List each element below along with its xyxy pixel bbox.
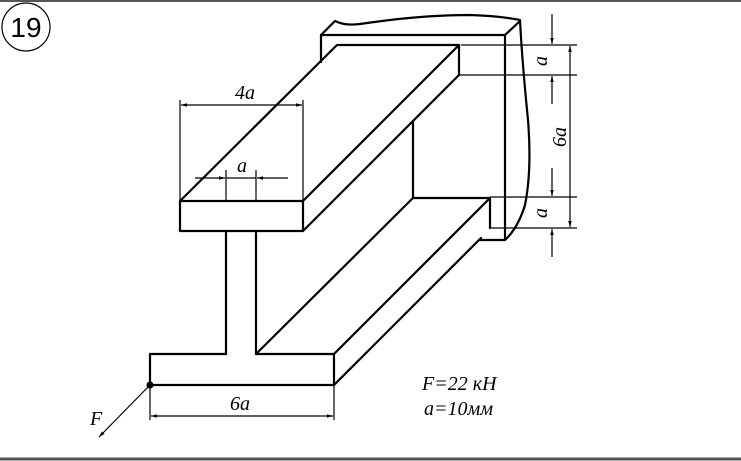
dimension-label-right-bottom-a: a <box>530 208 552 218</box>
dimension-label-right-top-a: a <box>530 56 552 66</box>
dimension-web-a: a <box>195 155 288 201</box>
problem-number-badge: 19 <box>1 2 51 52</box>
dimension-label-6a: 6a <box>230 393 250 415</box>
dimension-4a: 4a <box>179 82 304 201</box>
web <box>224 119 415 356</box>
bottom-flange <box>148 196 492 387</box>
problem-number: 19 <box>10 12 41 43</box>
dimension-label-web-a: a <box>237 155 247 177</box>
dimension-right: a 6a a <box>459 14 577 257</box>
given-force: F=22 кН <box>421 373 498 395</box>
given-a: a=10мм <box>424 398 493 420</box>
dimension-6a: 6a <box>149 386 335 420</box>
top-flange <box>178 43 461 233</box>
dimension-label-4a: 4a <box>235 82 255 104</box>
force-arrow: F <box>89 381 154 438</box>
force-label: F <box>89 408 103 430</box>
wall-support <box>319 13 531 242</box>
dimension-label-right-6a: 6a <box>549 127 571 147</box>
